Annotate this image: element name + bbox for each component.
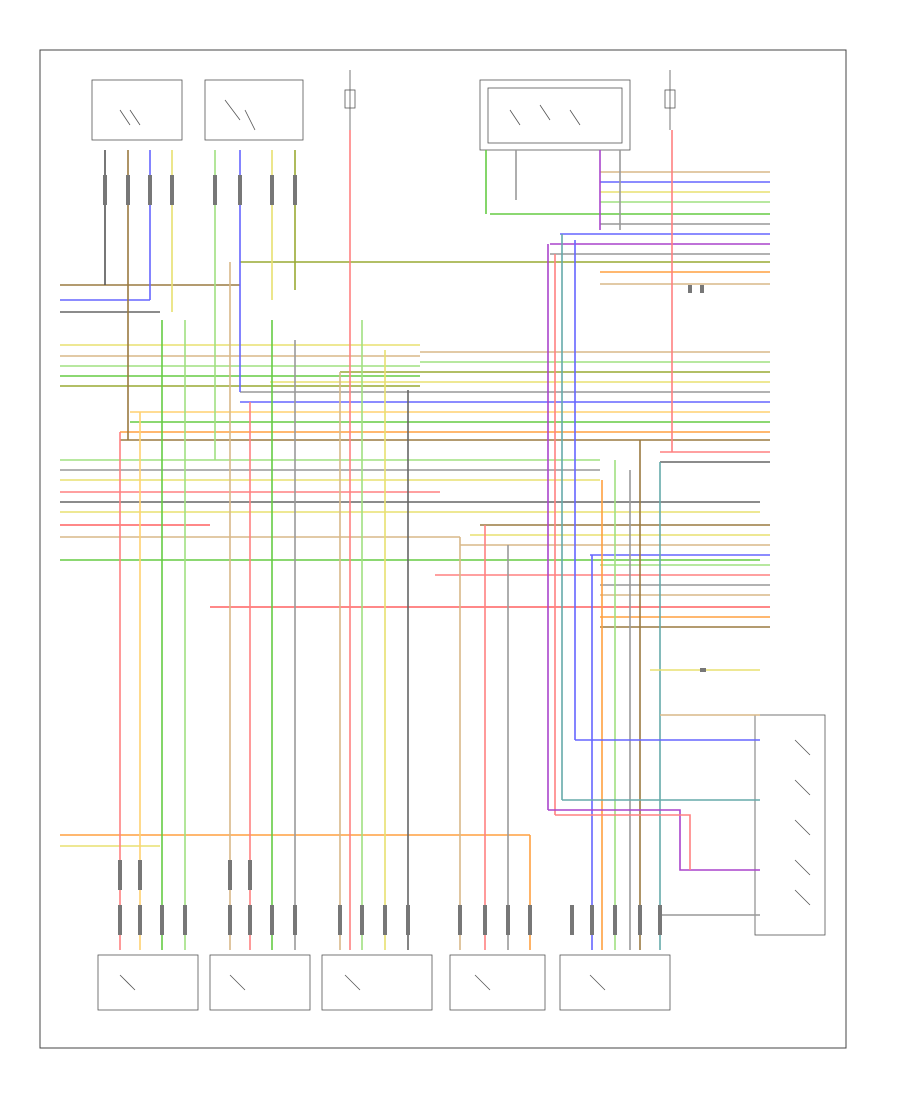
terminal-markers: [103, 175, 706, 935]
right-module: [754, 714, 826, 936]
bottom-motor-2: [209, 954, 311, 1011]
top-switch-left: [91, 79, 183, 141]
top-fuse-left: [344, 70, 356, 130]
bottom-switch-5: [559, 954, 671, 1011]
bottom-motor-4: [449, 954, 546, 1011]
bottom-motor-1: [97, 954, 199, 1011]
module-connections: [548, 669, 760, 916]
right-bus-lower: [210, 524, 770, 628]
diagram-border: [39, 49, 847, 1049]
top-fuse-right: [664, 70, 676, 130]
right-bus-middle: [120, 351, 770, 463]
top-switch-second: [204, 79, 304, 141]
top-switch-center: [479, 79, 631, 151]
bottom-motor-3: [321, 954, 433, 1011]
vertical-wires: [104, 130, 673, 950]
right-bus-top: [240, 171, 770, 285]
